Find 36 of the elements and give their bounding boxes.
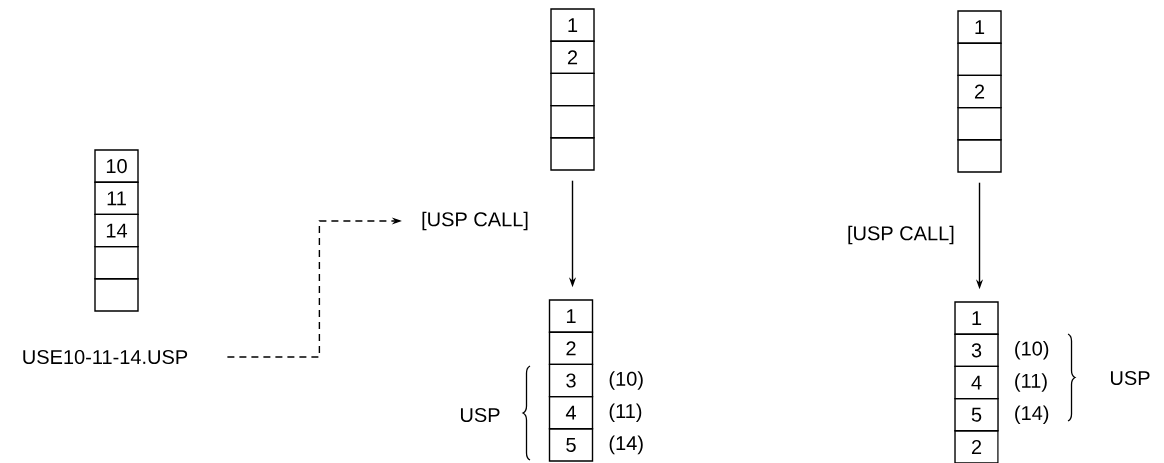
stack-cell: 3 — [548, 363, 594, 398]
stack-cell: 11 — [94, 181, 139, 216]
stack-cell: 10 — [94, 149, 139, 183]
file-name-label: USE10-11-14.USP — [23, 349, 188, 365]
stack-cell: 2 — [954, 430, 999, 463]
stack-cell: 5 — [548, 428, 594, 462]
stack-cell: 4 — [548, 395, 594, 430]
stack-cell — [94, 245, 139, 280]
side-label: (14) — [609, 435, 643, 455]
stack-cell: 1 — [548, 299, 594, 333]
command-label: [USP CALL] — [422, 211, 528, 231]
stack-cell: 1 — [957, 10, 1002, 44]
side-label: (11) — [1015, 373, 1047, 392]
side-label: (10) — [609, 371, 643, 390]
stack-cell — [550, 104, 595, 139]
side-label: (10) — [1015, 341, 1049, 360]
stack-cell: 1 — [550, 8, 595, 42]
stack-cell: 2 — [957, 74, 1002, 109]
stack-cell: 14 — [94, 213, 139, 248]
stack-cell: 1 — [954, 301, 999, 335]
stack-cell — [957, 139, 1002, 173]
stack-cell — [957, 106, 1002, 141]
usp-label: USP — [1111, 370, 1150, 386]
stack-cell: 3 — [954, 333, 999, 368]
stack-cell: 2 — [548, 331, 594, 366]
usp-label: USP — [461, 407, 500, 423]
stack-cell — [550, 72, 595, 107]
stack-cell — [957, 42, 1002, 77]
side-label: (14) — [1015, 405, 1049, 424]
stack-cell: 2 — [550, 40, 595, 75]
stack-cell — [550, 137, 595, 171]
stack-cell — [94, 278, 139, 312]
edge-label: [USP CALL] — [846, 224, 956, 246]
stack-cell: 5 — [954, 397, 999, 432]
side-label: (11) — [609, 403, 642, 422]
stack-cell: 4 — [954, 365, 999, 400]
